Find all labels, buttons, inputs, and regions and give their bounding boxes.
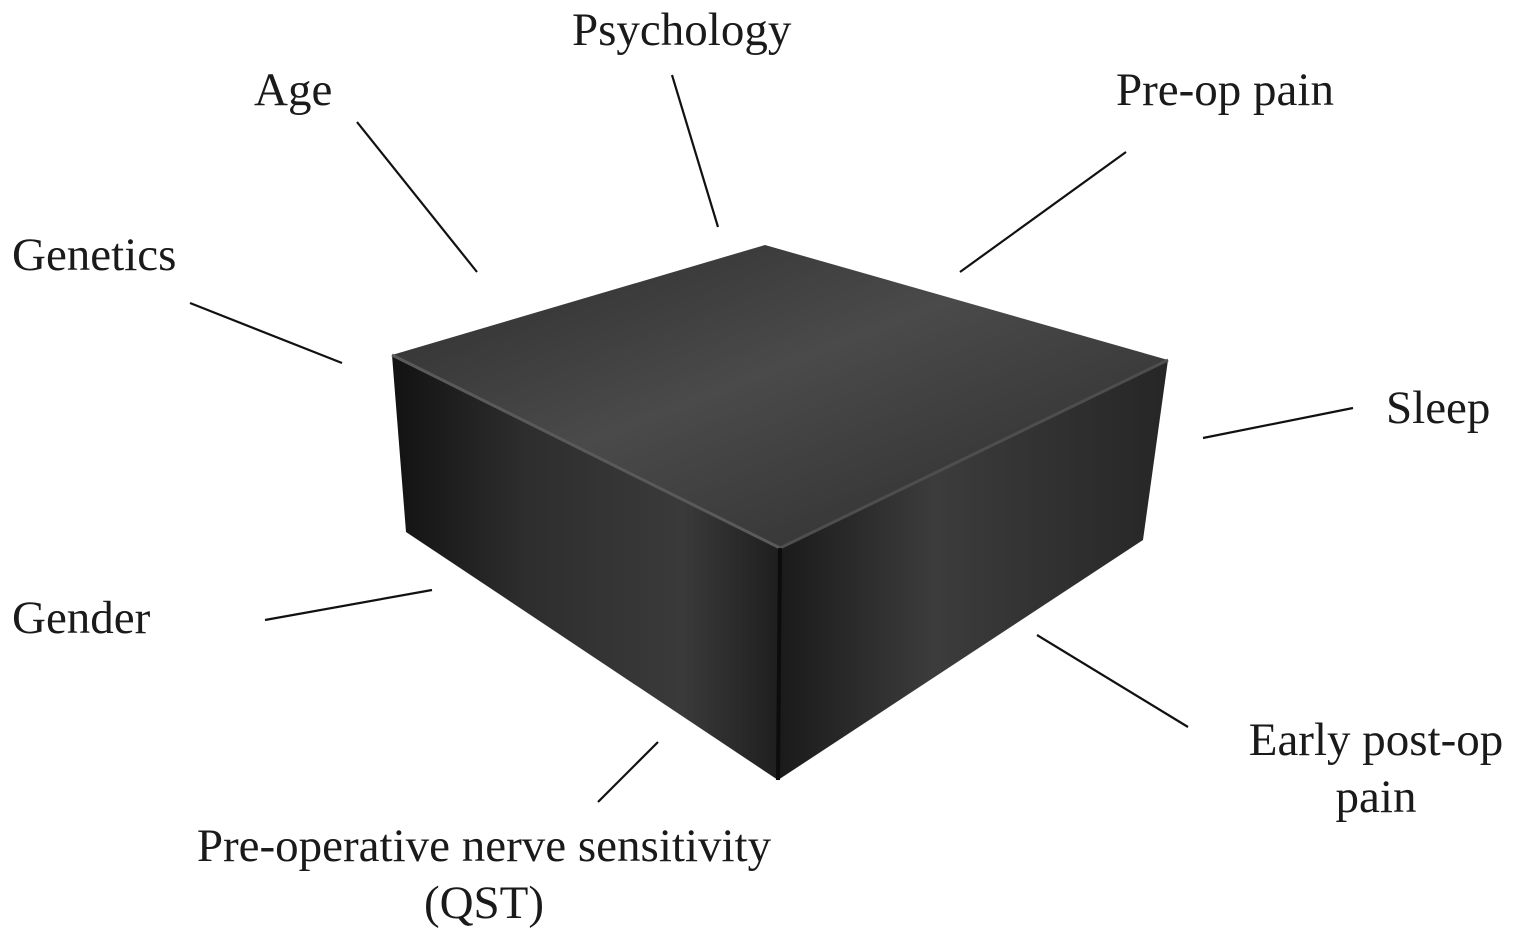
connector-gender: [264, 588, 433, 622]
connector-genetics: [189, 301, 343, 365]
factor-qst-line1: Pre-operative nerve sensitivity: [196, 820, 772, 872]
connector-sleep: [1202, 406, 1354, 440]
factor-genetics: Genetics: [12, 229, 177, 281]
connector-qst: [597, 741, 659, 803]
box-top-face: [392, 245, 1168, 548]
factor-age: Age: [254, 64, 333, 116]
box-right-face: [778, 360, 1168, 780]
connector-early-post-op-pain: [1036, 634, 1189, 728]
factor-early-post-op-pain: Early post-op pain: [1234, 712, 1518, 827]
factor-gender: Gender: [12, 592, 151, 644]
box-edge-vertical: [776, 547, 782, 781]
factor-qst-line2: (QST): [423, 877, 545, 930]
factor-early-post-op-pain-line2: pain: [1335, 771, 1417, 824]
factor-pre-op-pain: Pre-op pain: [1116, 64, 1334, 116]
box-edge-front-top: [391, 353, 781, 550]
box-edge-right-top: [779, 358, 1169, 550]
factor-qst: Pre-operative nerve sensitivity (QST): [160, 818, 808, 933]
factor-early-post-op-pain-line1: Early post-op: [1248, 714, 1504, 766]
connector-psychology: [670, 74, 720, 228]
connector-pre-op-pain: [959, 151, 1127, 273]
factor-sleep: Sleep: [1386, 382, 1491, 434]
factor-psychology: Psychology: [572, 4, 792, 56]
connector-age: [356, 121, 478, 273]
box-front-face: [392, 355, 780, 780]
